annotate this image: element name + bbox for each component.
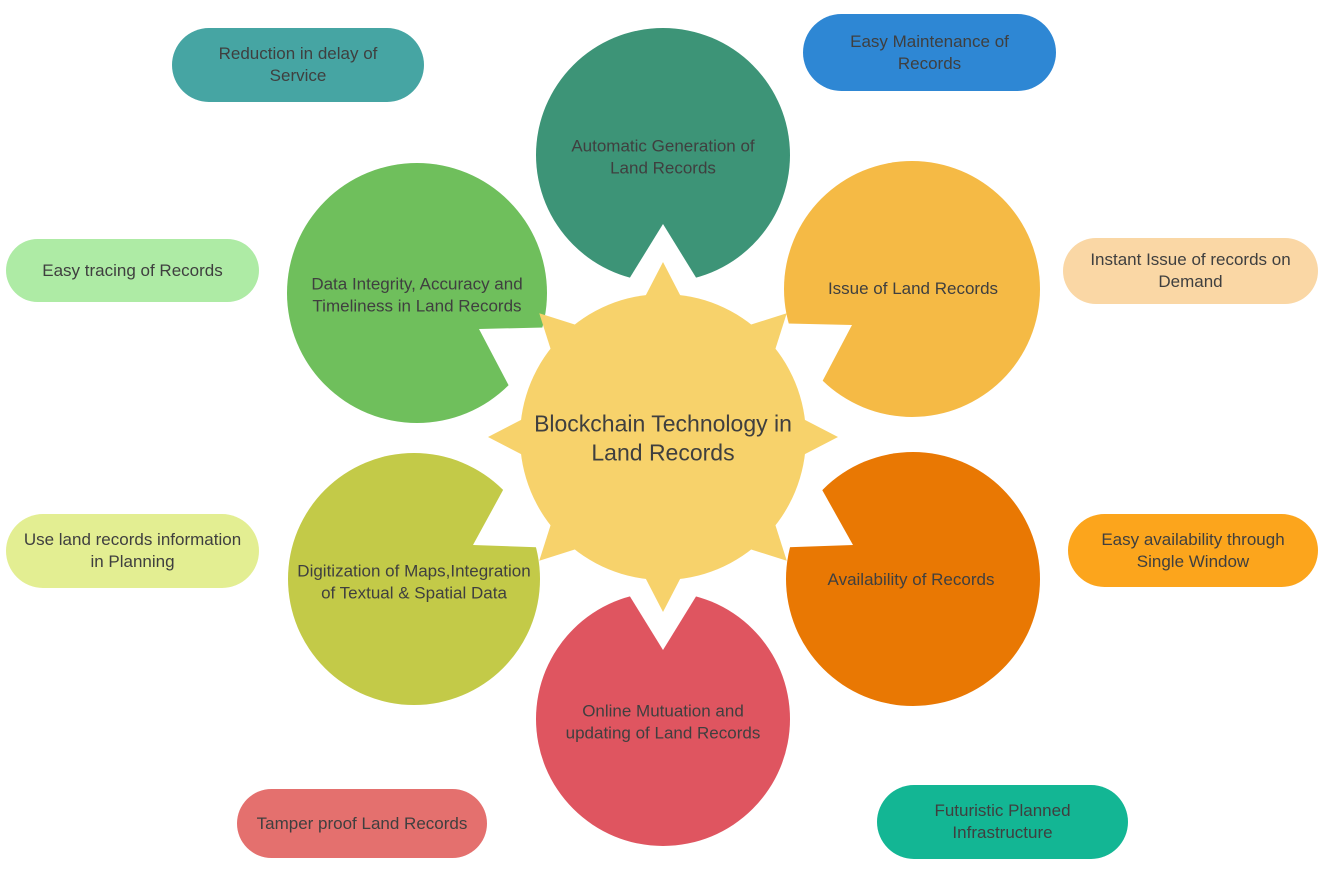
pill-easy-maintenance: Easy Maintenance of Records [803, 14, 1056, 91]
center-starburst [488, 262, 838, 612]
circle-label-issue-of-land-records: Issue of Land Records [827, 279, 999, 299]
circle-data-integrity [287, 163, 547, 423]
pill-tamper-proof: Tamper proof Land Records [237, 789, 487, 858]
notch-automatic-generation [618, 224, 708, 297]
circle-digitization-of-maps [288, 453, 540, 705]
notch-issue-of-land-records [766, 323, 852, 401]
pill-label-futuristic-infrastructure: Futuristic Planned Infrastructure [934, 801, 1071, 842]
circle-label-online-mutation: Online Mutuation and updating of Land Re… [565, 701, 761, 742]
pill-label-reduction-in-delay: Reduction in delay of Service [218, 44, 378, 85]
notch-availability-of-records [767, 470, 853, 548]
circle-label-data-integrity: Data Integrity, Accuracy and Timeliness … [311, 274, 523, 315]
pill-label-tamper-proof: Tamper proof Land Records [256, 813, 468, 833]
pill-futuristic-infrastructure: Futuristic Planned Infrastructure [877, 785, 1128, 859]
notch-digitization-of-maps [473, 470, 558, 548]
pill-label-easy-tracing: Easy tracing of Records [42, 260, 223, 280]
pill-label-use-land-records: Use land records information in Planning [23, 530, 242, 571]
circle-automatic-generation [536, 28, 790, 282]
circle-issue-of-land-records [784, 161, 1040, 417]
circle-label-availability-of-records: Availability of Records [827, 570, 995, 590]
notch-online-mutation [618, 577, 708, 650]
circle-label-automatic-generation: Automatic Generation of Land Records [571, 136, 755, 177]
notch-data-integrity [479, 327, 565, 405]
pill-instant-issue: Instant Issue of records on Demand [1063, 238, 1318, 304]
pill-use-land-records: Use land records information in Planning [6, 514, 259, 588]
pill-easy-availability: Easy availability through Single Window [1068, 514, 1318, 587]
pill-easy-tracing: Easy tracing of Records [6, 239, 259, 302]
pill-label-easy-maintenance: Easy Maintenance of Records [850, 31, 1009, 73]
pill-reduction-in-delay: Reduction in delay of Service [172, 28, 424, 102]
circle-label-digitization-of-maps: Digitization of Maps,Integration of Text… [297, 561, 531, 602]
pill-label-easy-availability: Easy availability through Single Window [1101, 529, 1285, 571]
pill-label-instant-issue: Instant Issue of records on Demand [1090, 250, 1291, 291]
center-title: Blockchain Technology in Land Records [534, 410, 792, 465]
circle-availability-of-records [786, 452, 1040, 706]
circle-online-mutation [536, 592, 790, 846]
